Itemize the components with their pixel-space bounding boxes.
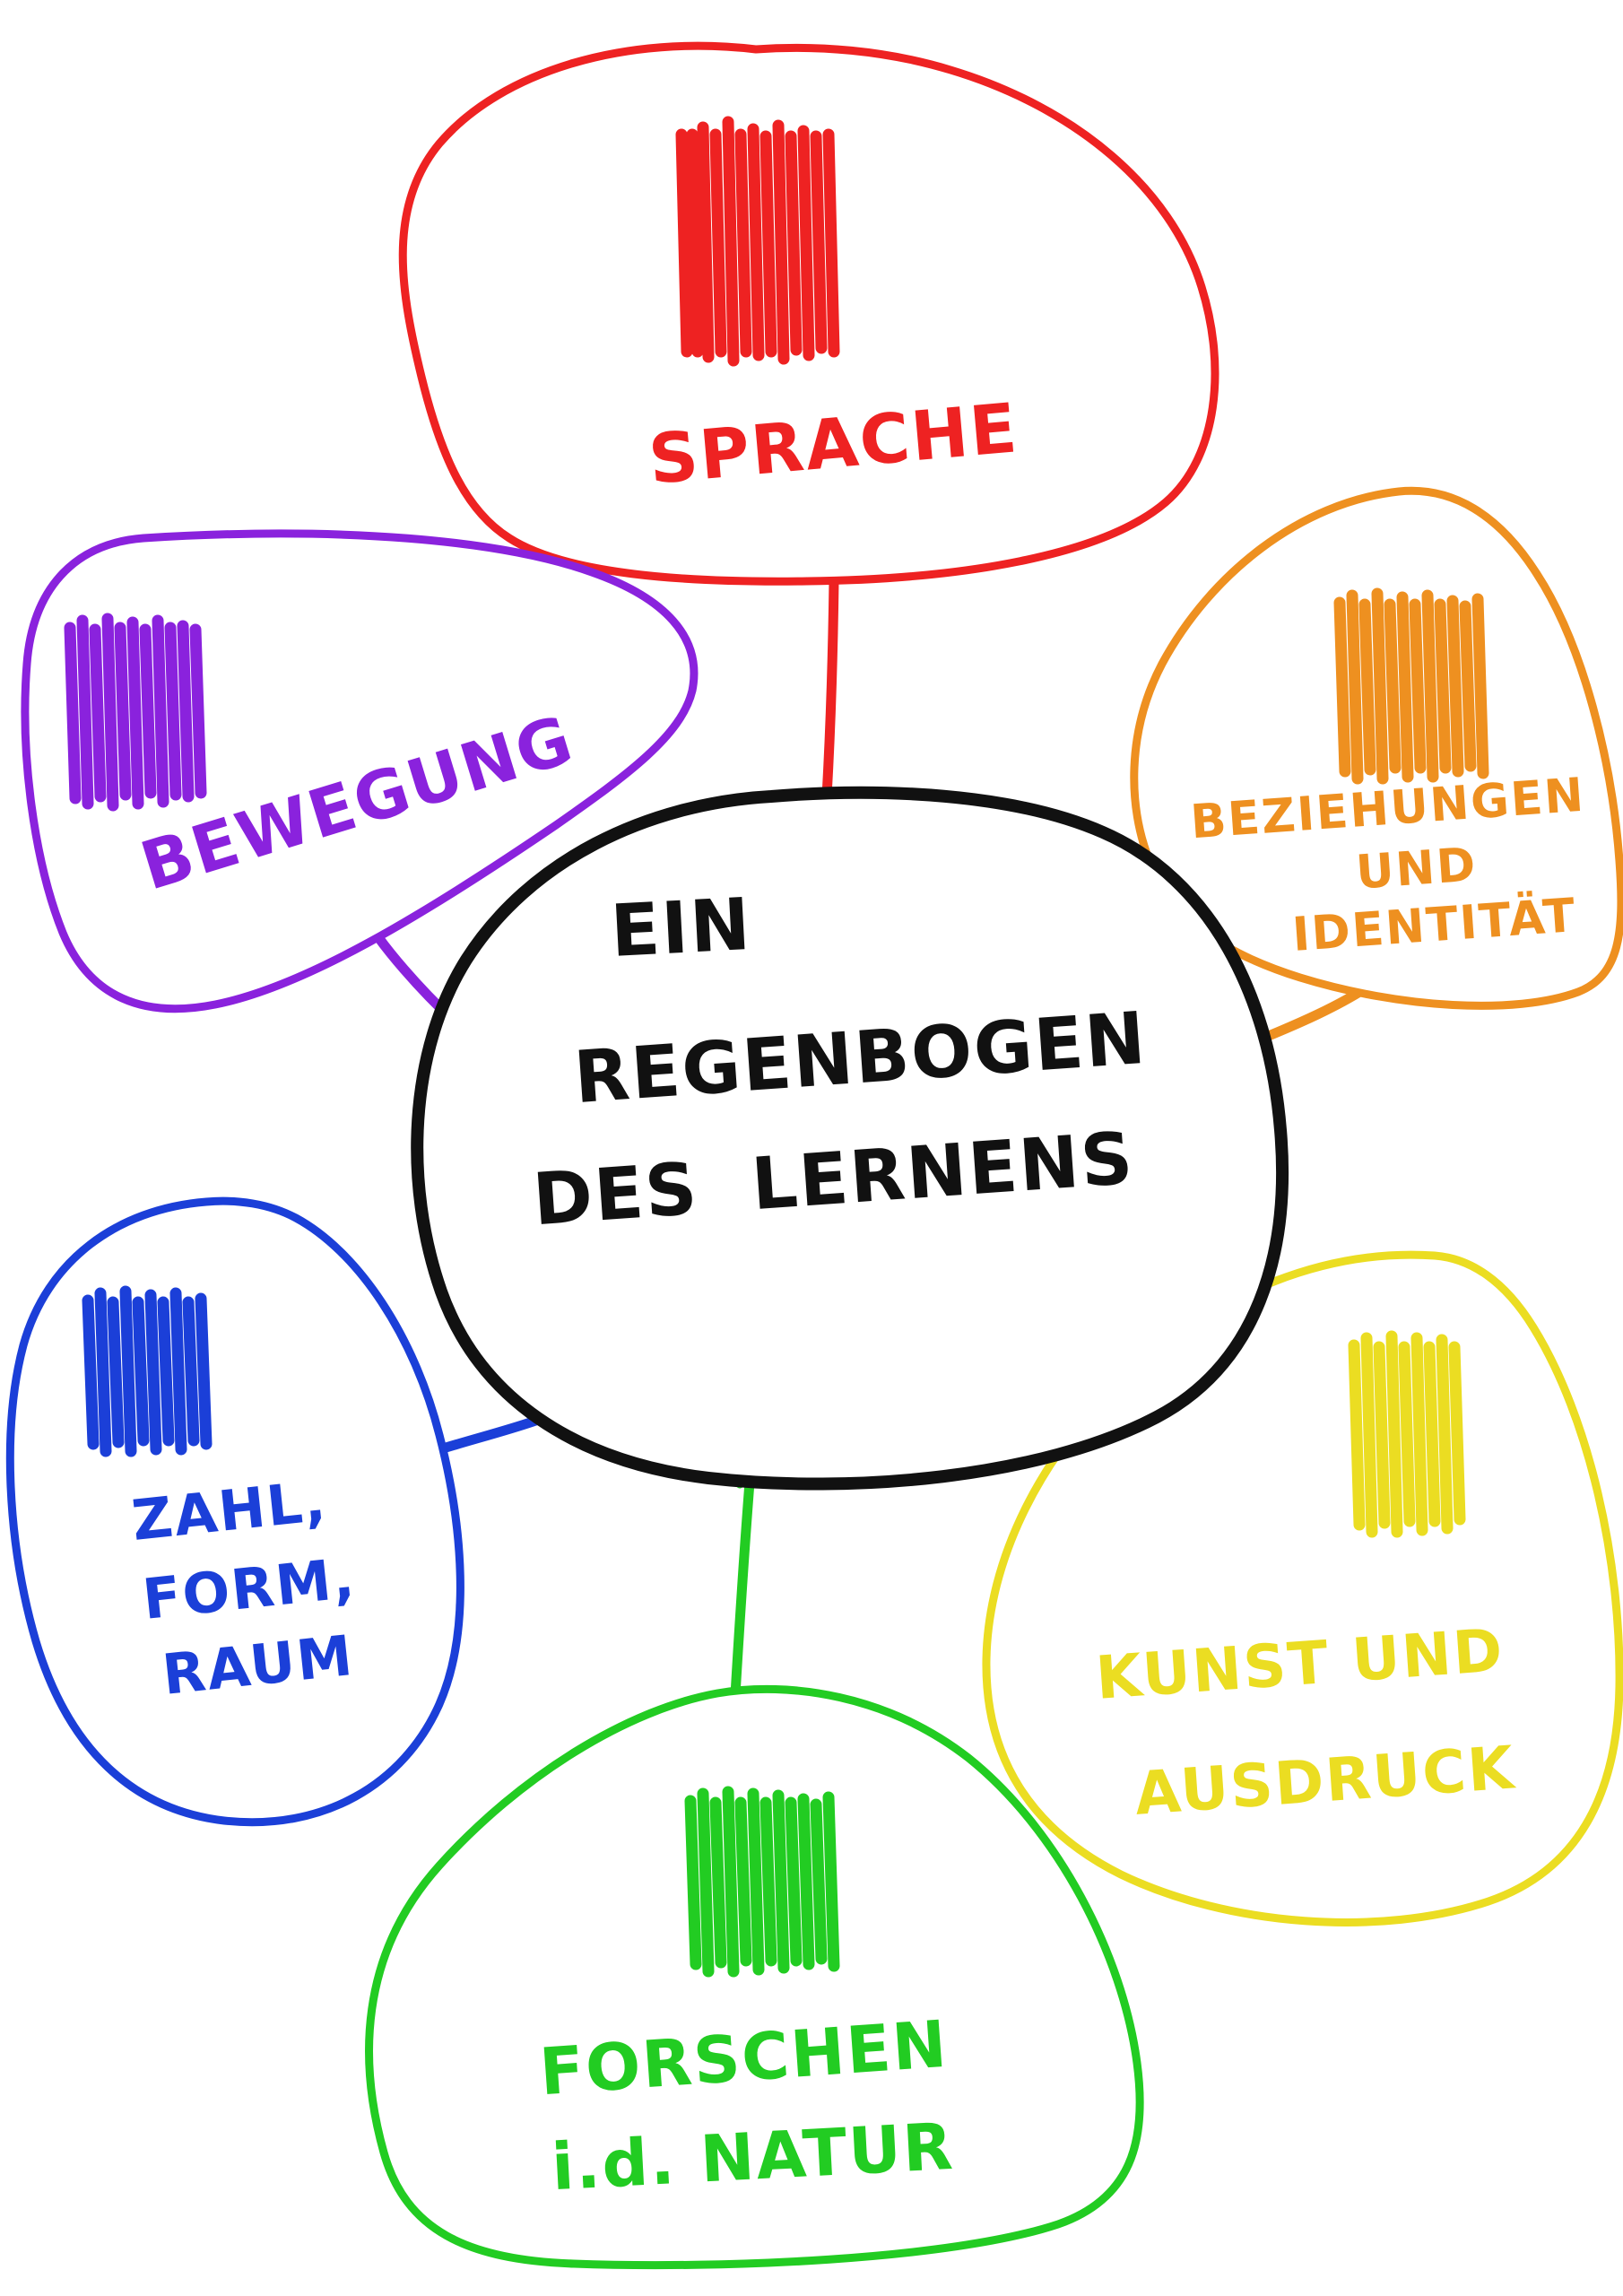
scribble-sprache (675, 116, 840, 367)
connector-forschen (730, 1455, 768, 1700)
scribble-beziehungen (1333, 587, 1489, 785)
connector-sprache (821, 576, 839, 802)
scribble-kunst-ausdruck (1348, 1330, 1466, 1538)
scribble-zahl-form-raum (82, 1285, 213, 1457)
bubble-forschen-natur[interactable]: FORSCHEN i.d. NATUR (365, 1684, 1144, 2270)
bubble-center[interactable]: EIN REGENBOGEN DES LERNENS (411, 786, 1289, 1491)
bubble-sprache[interactable]: SPRACHE (398, 41, 1219, 586)
center-label-line-0: EIN (609, 883, 754, 973)
bubble-beziehungen[interactable]: BEZIEHUNGEN UND IDENTITÄT (1130, 486, 1623, 1010)
scribble-bewegung (64, 613, 207, 812)
scribble-forschen-natur (684, 1786, 840, 1978)
bubble-zahl-form-raum[interactable]: ZAHL, FORM, RAUM (5, 1196, 464, 1827)
bubble-label-beziehungen-line-1: UND (1354, 838, 1479, 900)
